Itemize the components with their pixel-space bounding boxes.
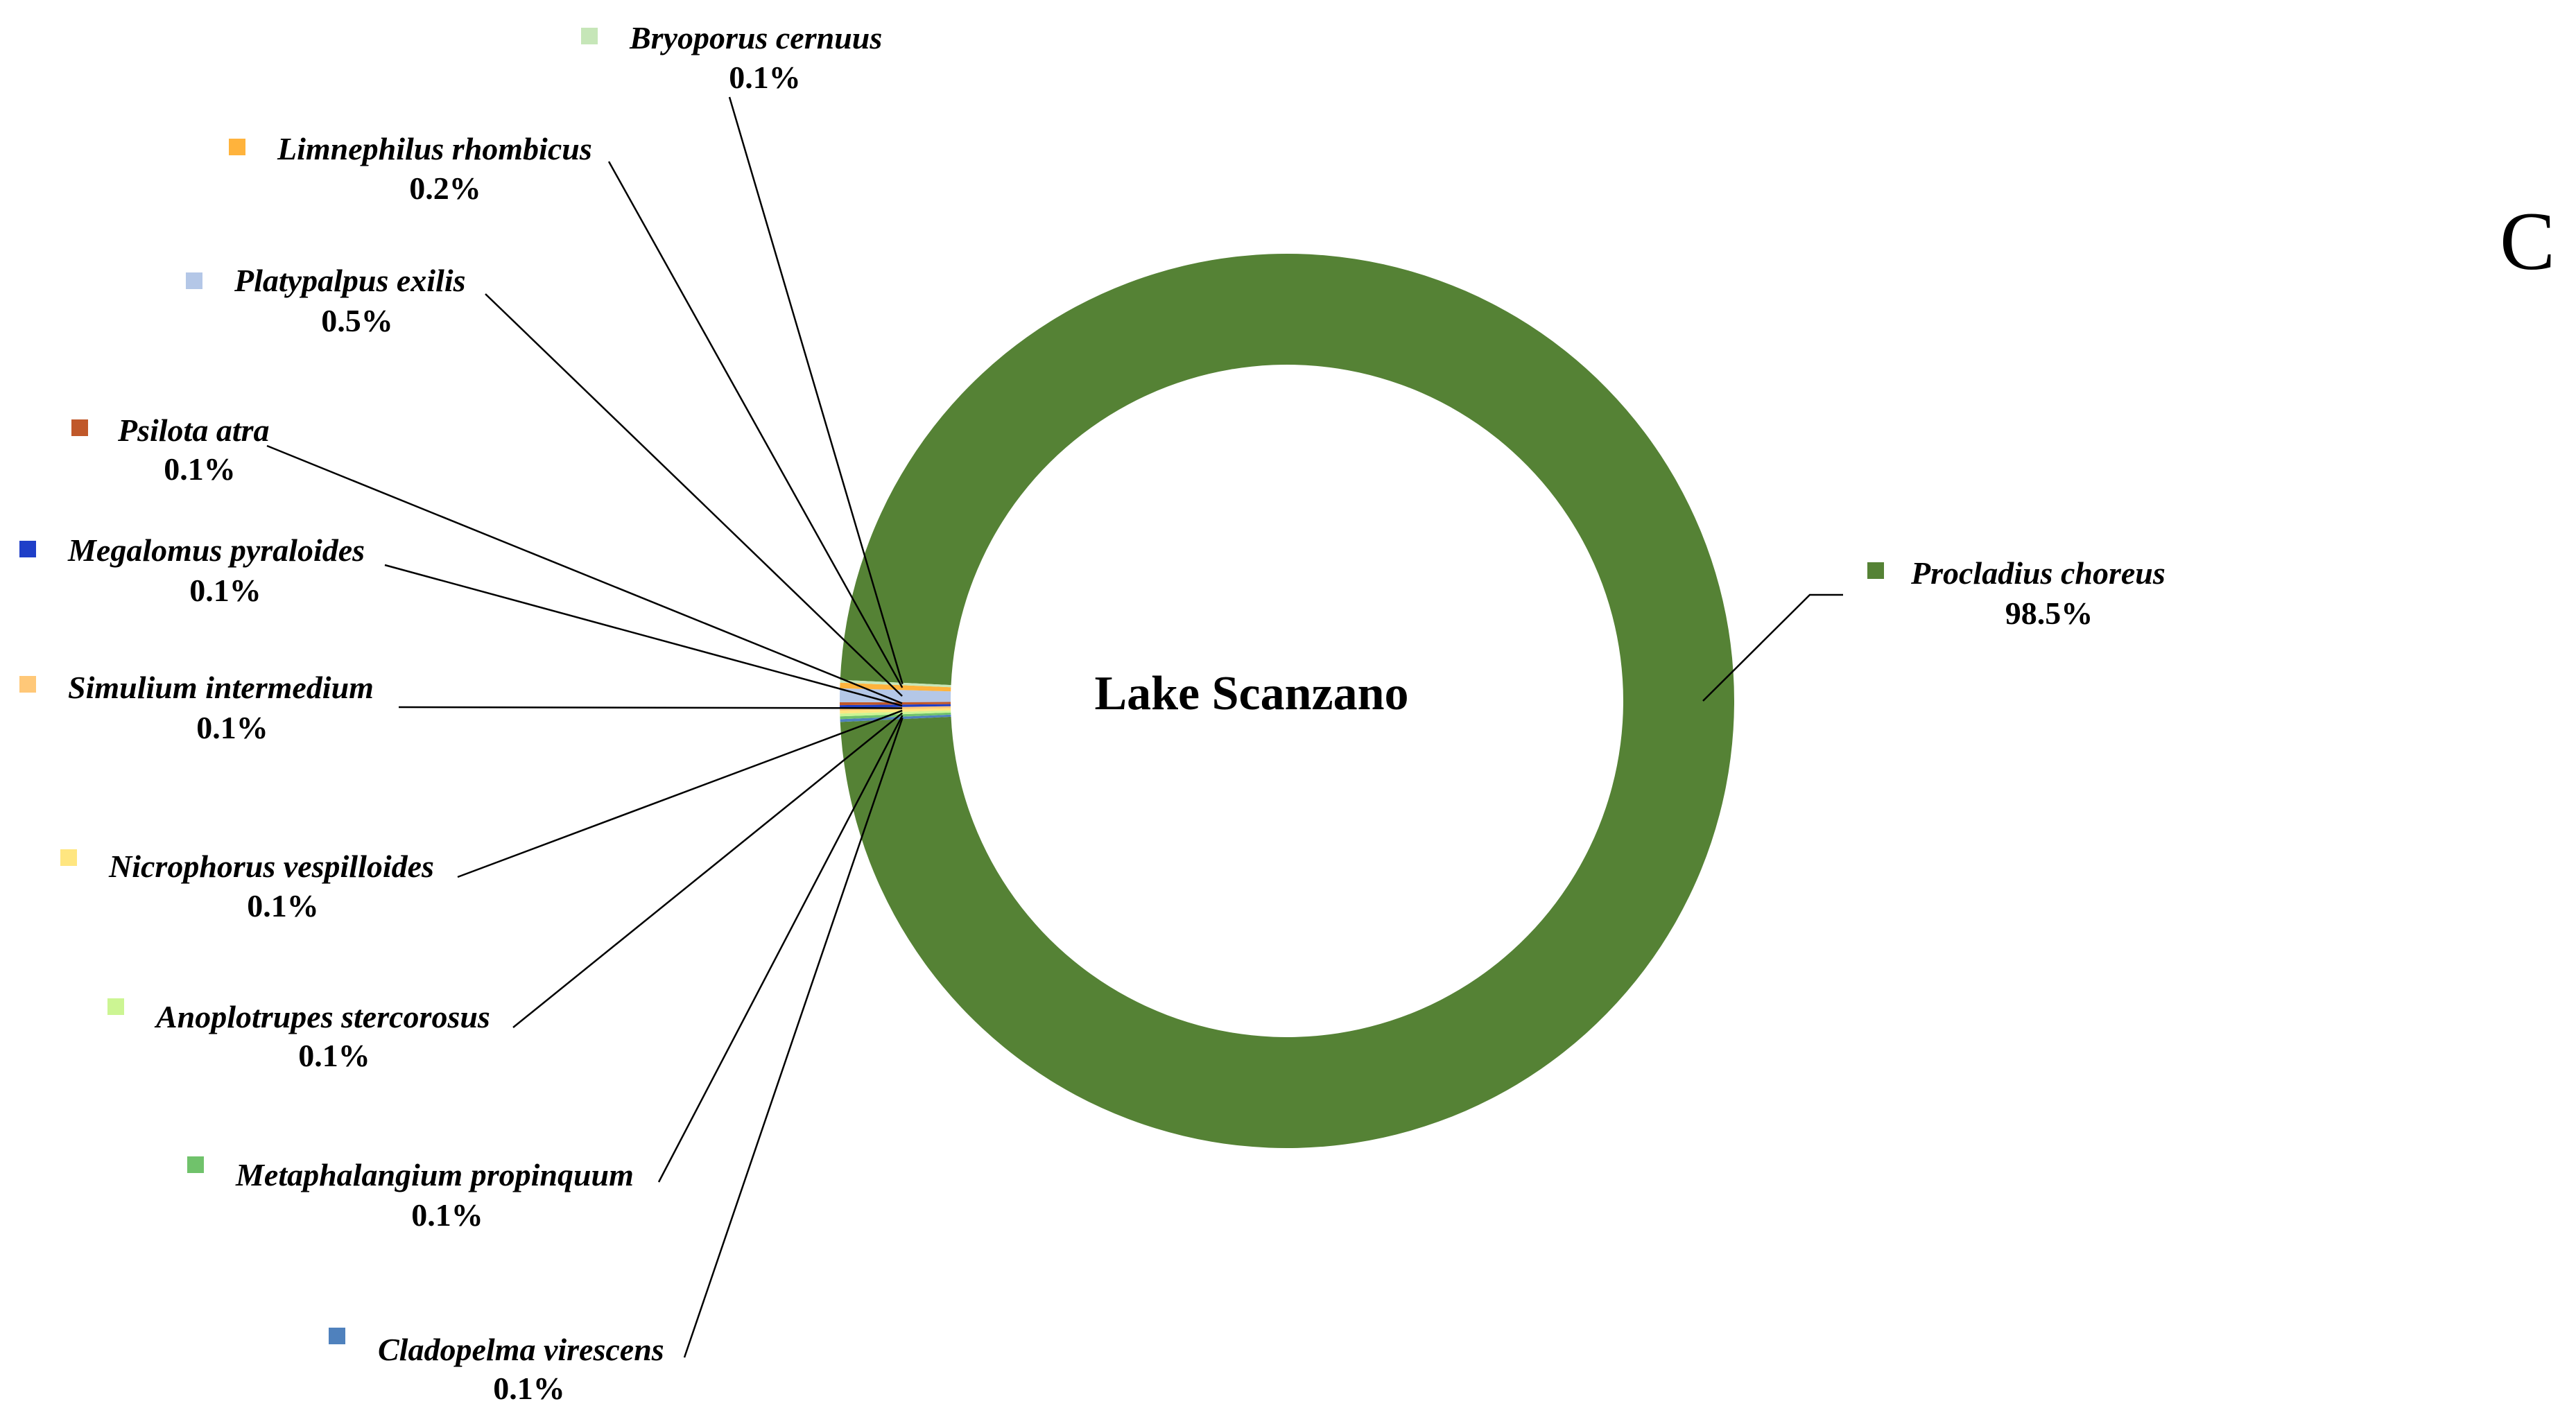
slice-label-psilota-atra: Psilota atra [117, 413, 270, 448]
slice-value-cladopelma-virescens: 0.1% [493, 1371, 565, 1406]
slice-value-platypalpus-exilis: 0.5% [321, 303, 393, 338]
legend-swatch-limnephilus-rhombicus [229, 139, 245, 155]
leader-line-megalomus-pyraloides [384, 564, 903, 707]
slice-label-cladopelma-virescens: Cladopelma virescens [378, 1332, 664, 1367]
leader-line-nicrophorus-vespilloides [457, 709, 903, 878]
slice-platypalpus-exilis [840, 688, 951, 703]
slice-value-limnephilus-rhombicus: 0.2% [409, 171, 481, 206]
legend-swatch-simulium-intermedium [19, 676, 36, 693]
slice-label-platypalpus-exilis: Platypalpus exilis [234, 263, 466, 298]
leader-line-metaphalangium-propinquum [657, 715, 904, 1183]
slice-label-anoplotrupes-stercorosus: Anoplotrupes stercorosus [154, 999, 490, 1034]
legend-swatch-cladopelma-virescens [329, 1328, 345, 1344]
slice-label-megalomus-pyraloides: Megalomus pyraloides [67, 532, 365, 568]
legend-swatch-metaphalangium-propinquum [187, 1156, 204, 1173]
leader-lines [266, 96, 1843, 1358]
slice-value-nicrophorus-vespilloides: 0.1% [247, 888, 319, 923]
slice-label-bryoporus-cernuus: Bryoporus cernuus [629, 20, 882, 55]
slice-metaphalangium-propinquum [840, 712, 951, 720]
slice-labels: Procladius choreus 98.5% Cladopelma viresc… [19, 20, 2166, 1406]
slice-value-psilota-atra: 0.1% [164, 451, 236, 487]
slice-value-bryoporus-cernuus: 0.1% [729, 60, 801, 95]
legend-swatch-procladius-choreus [1867, 562, 1884, 579]
legend-swatch-megalomus-pyraloides [19, 541, 36, 557]
legend-swatch-psilota-atra [71, 419, 88, 436]
slice-value-simulium-intermedium: 0.1% [196, 710, 268, 745]
leader-line-bryoporus-cernuus [728, 96, 904, 684]
slice-value-metaphalangium-propinquum: 0.1% [411, 1197, 483, 1233]
leader-line-anoplotrupes-stercorosus [512, 712, 904, 1028]
leader-line-cladopelma-virescens [683, 717, 904, 1358]
slice-megalomus-pyraloides [840, 704, 951, 709]
slice-value-procladius-choreus: 98.5% [2005, 596, 2093, 631]
leader-line-platypalpus-exilis [485, 293, 903, 697]
leader-line-limnephilus-rhombicus [607, 161, 904, 688]
slice-label-procladius-choreus: Procladius choreus [1910, 555, 2166, 591]
leader-line-simulium-intermedium [398, 706, 903, 709]
panel-letter: C [2500, 195, 2555, 287]
legend-swatch-nicrophorus-vespilloides [60, 849, 77, 866]
slice-value-megalomus-pyraloides: 0.1% [189, 573, 261, 608]
legend-swatch-platypalpus-exilis [186, 272, 202, 289]
slice-bryoporus-cernuus [840, 679, 951, 688]
leader-line-procladius-choreus [1702, 593, 1843, 702]
slice-label-nicrophorus-vespilloides: Nicrophorus vespilloides [108, 849, 434, 884]
chart-center-title: Lake Scanzano [1094, 667, 1408, 720]
slice-label-limnephilus-rhombicus: Limnephilus rhombicus [277, 131, 592, 166]
legend-swatch-anoplotrupes-stercorosus [107, 998, 124, 1015]
slice-limnephilus-rhombicus [840, 682, 951, 692]
slice-value-anoplotrupes-stercorosus: 0.1% [298, 1038, 370, 1073]
leader-line-psilota-atra [266, 444, 903, 704]
slice-label-metaphalangium-propinquum: Metaphalangium propinquum [235, 1157, 634, 1192]
slice-label-simulium-intermedium: Simulium intermedium [68, 670, 374, 705]
slice-nicrophorus-vespilloides [840, 708, 951, 714]
legend-swatch-bryoporus-cernuus [581, 28, 598, 44]
